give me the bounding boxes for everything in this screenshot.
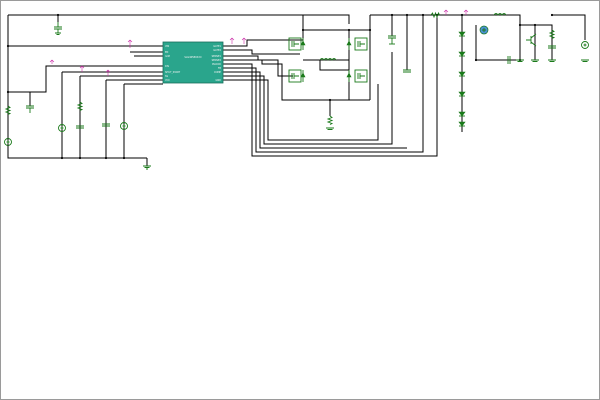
feedback-resistor-symbol <box>430 11 440 19</box>
ic-left-pins: VIN EN ILIM DIS SHUT_START SS VCC <box>165 45 181 82</box>
net-flags <box>49 9 469 76</box>
input-resistor-symbol <box>4 92 12 135</box>
ic-pin-label: GATE1 <box>213 45 221 48</box>
output-source-symbol <box>581 41 589 49</box>
ic-pin-label: ILIM <box>165 55 170 58</box>
softstart-capacitor-symbol <box>102 123 110 127</box>
output-capacitor-4-symbol <box>548 45 556 49</box>
control-source-symbol <box>120 122 128 130</box>
ic-right-pins: GATE1 GATE2 SENSE1 SENSE2 PGOOD FB COMP … <box>212 45 222 82</box>
output-capacitor-1-symbol <box>388 35 396 45</box>
bridge-inductor-symbol <box>319 58 337 61</box>
ic-pin-label: PGOOD <box>212 63 221 66</box>
filter-capacitor-symbol <box>26 105 34 113</box>
ic-pin-label: DIS <box>165 65 170 68</box>
ic-pin-label: SHUT_START <box>165 71 181 74</box>
output-grounds <box>516 59 589 62</box>
mosfet-high-side-right <box>346 37 368 51</box>
mosfet-low-side-left <box>288 69 306 83</box>
output-inductor-symbol <box>493 13 507 16</box>
ic-pin-label: SENSE2 <box>212 59 222 62</box>
junctions <box>6 13 554 160</box>
input-source-symbol <box>4 135 12 158</box>
ic-part-label: SLG46580XXX <box>184 56 202 59</box>
ic-pin-label: FB <box>218 67 221 70</box>
sense-resistor-symbol <box>326 115 334 130</box>
mosfet-low-side-right <box>346 69 368 83</box>
ground-symbol <box>143 165 151 170</box>
enable-resistor-symbol <box>76 101 84 111</box>
controller-ic: SLG46580XXX VIN EN ILIM DIS SHUT_START S… <box>162 41 224 84</box>
voltage-source-symbol <box>58 124 66 132</box>
ic-pin-label: SS <box>165 75 169 78</box>
output-transistor-symbol <box>526 33 537 47</box>
output-current-source-symbol <box>479 25 489 35</box>
mosfet-high-side-left <box>288 37 306 51</box>
output-resistor-1-symbol <box>548 29 556 39</box>
ic-pin-label: COMP <box>214 71 222 74</box>
enable-capacitor-symbol <box>76 125 84 129</box>
ic-pin-label: EN <box>165 51 169 54</box>
ic-pin-label: GND <box>216 79 222 82</box>
ic-pin-label: VIN <box>165 45 169 48</box>
output-capacitor-2-symbol <box>403 69 411 73</box>
output-capacitor-3-symbol <box>507 56 511 64</box>
ic-pin-label: GATE2 <box>213 49 221 52</box>
led-string <box>458 31 466 127</box>
input-capacitor-symbol <box>54 22 62 35</box>
ic-pin-label: SENSE1 <box>212 55 222 58</box>
ic-pin-label: VCC <box>165 79 170 82</box>
ic-body <box>162 41 224 84</box>
